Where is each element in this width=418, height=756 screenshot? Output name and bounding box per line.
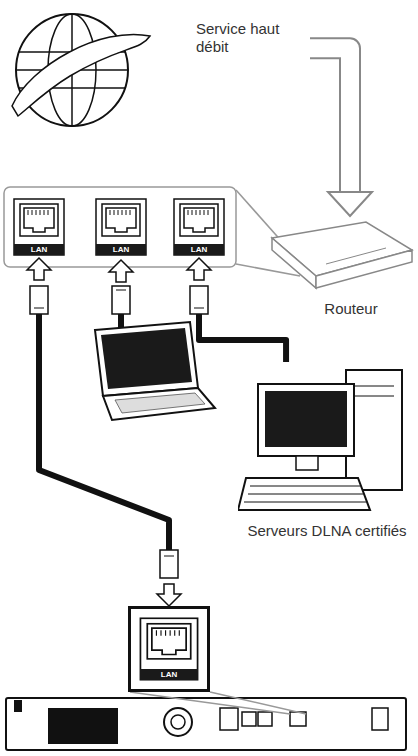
port-label: LAN (174, 244, 224, 255)
lan-port: LAN (171, 196, 227, 258)
port-label: LAN (14, 244, 64, 255)
node-label: Service haut débit (196, 20, 308, 56)
ethernet-cable (187, 258, 286, 362)
internet-service: Service haut débit (10, 6, 310, 138)
lan-port: LAN (93, 196, 149, 258)
lan-port: LAN (11, 196, 67, 258)
dlna-server: Serveurs DLNA certifiés (238, 362, 416, 546)
node-label: Routeur (288, 300, 414, 318)
node-label: Serveurs DLNA certifiés (238, 522, 416, 540)
port-label: LAN (140, 669, 198, 680)
port-label: LAN (96, 244, 146, 255)
port-panel (4, 187, 236, 267)
service-arrow (310, 48, 372, 216)
router: Routeur (266, 216, 416, 328)
ethernet-cable (27, 258, 181, 606)
lan-port: LAN (128, 606, 210, 692)
player-device (6, 692, 406, 750)
